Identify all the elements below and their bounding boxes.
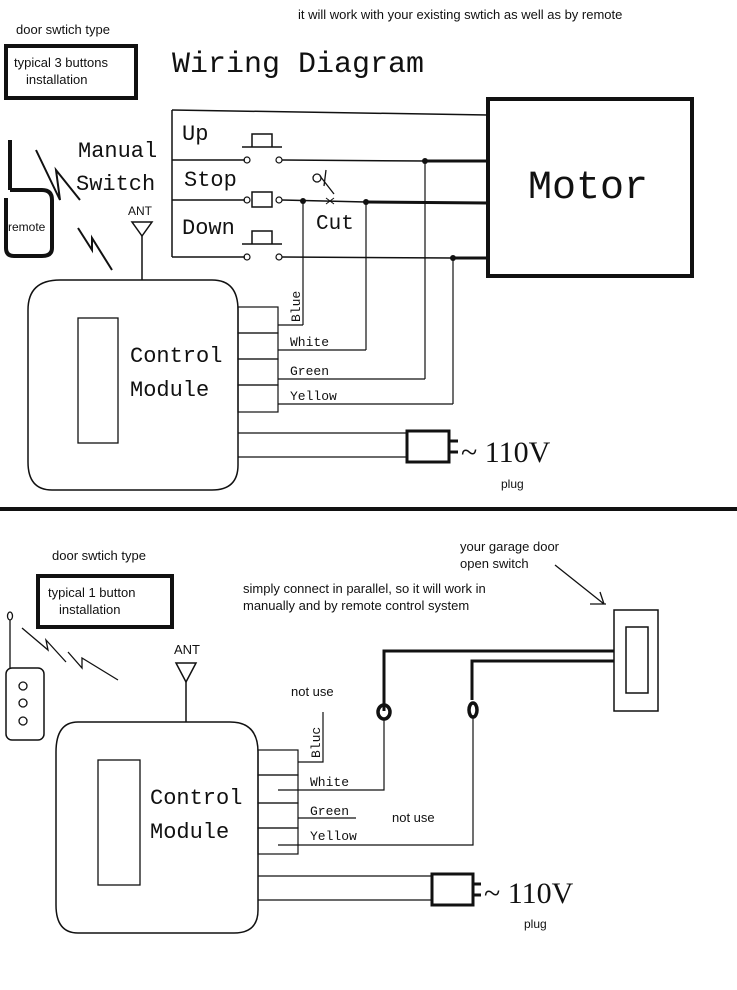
wire-green-label: Green: [290, 364, 329, 379]
power-cord: [238, 432, 408, 458]
switch-type-box-bottom: [36, 574, 174, 629]
parallel-note-line1: simply connect in parallel, so it will w…: [243, 581, 486, 596]
module-display: [77, 317, 119, 444]
plug-label-bottom: plug: [524, 917, 547, 931]
cut-label: Cut: [316, 213, 354, 236]
antenna-icon: [130, 221, 154, 280]
not-use-label-green: not use: [392, 810, 435, 825]
voltage-label-bottom: ~ 110V: [484, 877, 574, 910]
wire-green-label-bottom: Green: [310, 804, 349, 819]
motor-label: Motor: [528, 166, 648, 211]
antenna-icon-bottom: [174, 662, 198, 722]
up-pushbutton-icon: [242, 133, 283, 164]
switch-type-box: [4, 44, 138, 100]
scissors-icon: [312, 169, 335, 205]
manual-switch-panel: [171, 109, 489, 258]
wire-terminal-block-bottom: [257, 712, 356, 855]
wire-white-label-bottom: White: [310, 775, 349, 790]
control-module-box: [27, 279, 239, 491]
wire-yellow-label-bottom: Yellow: [310, 829, 357, 844]
switch-type-line1: typical 3 buttons: [14, 55, 108, 70]
antenna-label-bottom: ANT: [174, 642, 200, 657]
module-display-bottom: [97, 759, 141, 886]
wire-blue-label-bottom: Bluc: [309, 727, 324, 758]
switch-type-bottom-line2: installation: [59, 602, 120, 617]
not-use-label-blue: not use: [291, 684, 334, 699]
module-label-bottom-line1: Control: [150, 786, 242, 811]
arrow-icon: [554, 564, 606, 605]
plug-icon: [405, 429, 458, 464]
garage-door-switch: [613, 609, 659, 712]
voltage-label: ~ 110V: [461, 436, 551, 469]
switch-type-bottom-line1: typical 1 button: [48, 585, 135, 600]
garage-switch-label-line1: your garage door: [460, 539, 560, 554]
down-pushbutton-icon: [242, 230, 283, 261]
switch-wires: [382, 649, 614, 711]
switch-type-label: door swtich type: [16, 22, 110, 37]
garage-switch-label-line2: open switch: [460, 556, 529, 571]
manual-switch-line1: Manual: [78, 139, 157, 164]
diagram-title: Wiring Diagram: [172, 48, 424, 82]
stop-pushbutton-icon: [243, 191, 283, 208]
wire-connector-icons: [376, 701, 479, 721]
power-cord-bottom: [258, 875, 432, 901]
plug-icon-bottom: [430, 872, 481, 907]
manual-switch-line2: Switch: [76, 172, 155, 197]
control-module-box-bottom: [55, 721, 259, 934]
button-up-label: Up: [182, 122, 208, 147]
wire-terminal-block: [237, 306, 453, 413]
remote-icon: [4, 140, 113, 271]
motor-box: [486, 97, 694, 278]
module-label-line2: Module: [130, 378, 209, 403]
module-label-bottom-line2: Module: [150, 820, 229, 845]
motor-wires: [281, 158, 489, 404]
button-down-label: Down: [182, 216, 235, 241]
plug-label: plug: [501, 477, 524, 491]
wire-blue-label: Blue: [289, 291, 304, 322]
button-stop-label: Stop: [184, 168, 237, 193]
switch-type-line2: installation: [26, 72, 87, 87]
compatibility-note: it will work with your existing swtich a…: [298, 7, 622, 22]
remote-label: remote: [8, 220, 46, 234]
switch-type-label-bottom: door swtich type: [52, 548, 146, 563]
wire-yellow-label: Yellow: [290, 389, 337, 404]
remote-icon-bottom: [5, 611, 119, 741]
antenna-label: ANT: [128, 204, 153, 218]
wire-white-label: White: [290, 335, 329, 350]
parallel-note-line2: manually and by remote control system: [243, 598, 469, 613]
module-to-switch-wires: [278, 717, 474, 846]
module-label-line1: Control: [130, 344, 222, 369]
